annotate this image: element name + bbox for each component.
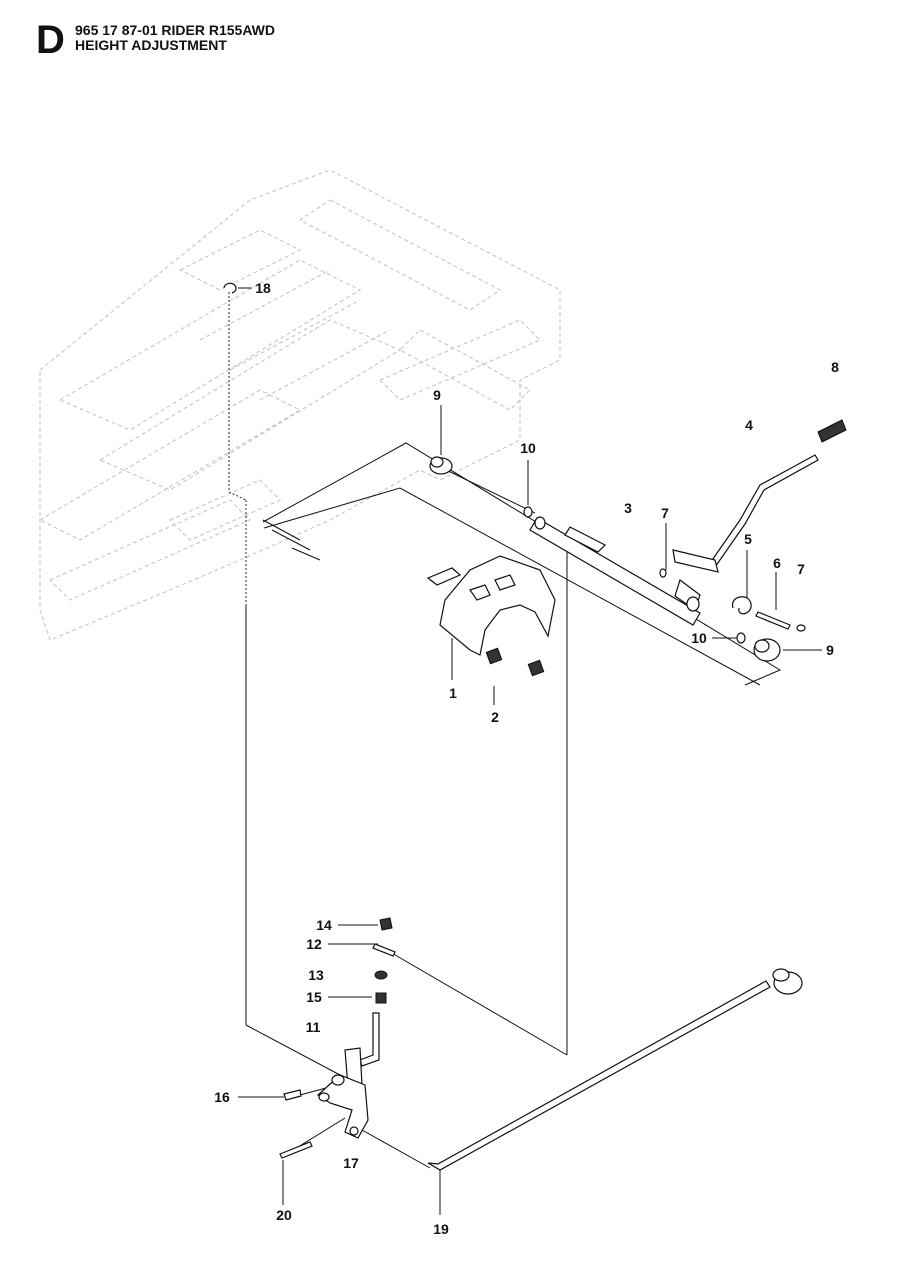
callout-17: 17 [343, 1155, 359, 1171]
assembly-lines [228, 287, 822, 1215]
pin-part-16 [283, 1089, 302, 1101]
link-rod-part-11 [344, 1012, 380, 1088]
lift-shaft-part-3 [529, 516, 701, 626]
section-letter: D [36, 18, 65, 62]
lever-part-4 [672, 419, 847, 573]
bolt-part-20 [279, 1141, 313, 1159]
callout-20: 20 [276, 1207, 292, 1223]
callout-10-top: 10 [520, 440, 536, 456]
callout-10-bottom: 10 [691, 630, 707, 646]
clip-part-7-left [659, 568, 667, 578]
callout-14: 14 [316, 917, 332, 933]
callout-13: 13 [308, 967, 324, 983]
callout-4: 4 [745, 417, 753, 433]
callout-5: 5 [744, 531, 752, 547]
callout-11: 11 [306, 1019, 321, 1035]
part-number-title: 965 17 87-01 RIDER R155AWD [75, 22, 275, 38]
nut-part-14 [379, 917, 393, 931]
parts [223, 282, 847, 1171]
callout-labels: 1 2 3 4 5 6 7 7 8 9 9 10 10 11 12 13 14 … [214, 280, 839, 1237]
lift-arm-part-17 [317, 1074, 369, 1139]
washer-part-10-top [523, 506, 533, 518]
callout-7-left: 7 [661, 505, 669, 521]
clip-part-7-right [796, 624, 806, 632]
bracket-part-1 [426, 555, 556, 656]
pin-part-6 [755, 611, 791, 630]
callout-18: 18 [255, 280, 271, 296]
bolt-part-2 [485, 647, 545, 677]
bushing-part-9-top [429, 456, 453, 475]
lift-rod-part-19 [427, 968, 803, 1171]
bushing-part-9-bottom [753, 638, 781, 662]
callout-3: 3 [624, 500, 632, 516]
bolt-part-12 [372, 943, 396, 957]
callout-1: 1 [449, 685, 457, 701]
callout-16: 16 [214, 1089, 230, 1105]
callout-19: 19 [433, 1221, 449, 1237]
page-header: D 965 17 87-01 RIDER R155AWD HEIGHT ADJU… [0, 0, 905, 70]
callout-9-top: 9 [433, 387, 441, 403]
section-title: HEIGHT ADJUSTMENT [75, 37, 227, 53]
callout-7-right: 7 [797, 561, 805, 577]
clip-part-18 [223, 282, 237, 294]
washer-part-10-bottom [736, 632, 746, 644]
nut-part-15 [375, 992, 387, 1004]
callout-2: 2 [491, 709, 499, 725]
callout-6: 6 [773, 555, 781, 571]
callout-8: 8 [831, 359, 839, 375]
callout-15: 15 [306, 989, 322, 1005]
callout-12: 12 [306, 936, 322, 952]
washer-part-13 [374, 970, 388, 980]
spring-part-5 [731, 596, 752, 615]
callout-9-bottom: 9 [826, 642, 834, 658]
mower-frame-ghost [38, 169, 561, 641]
